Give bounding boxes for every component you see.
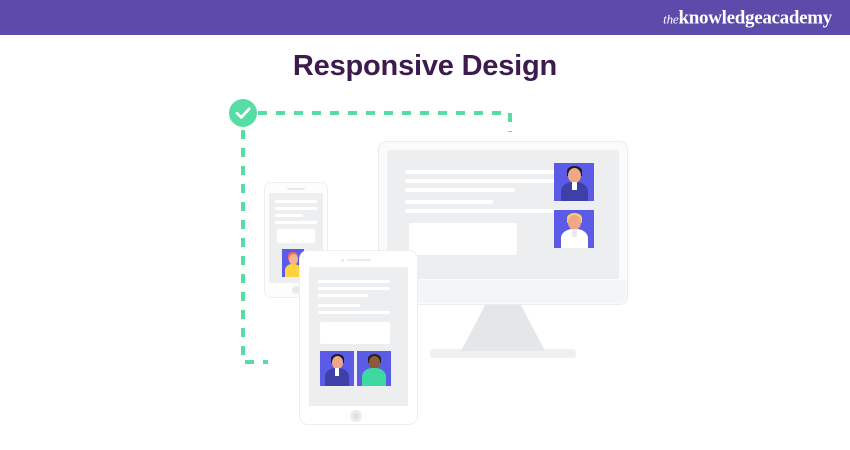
content-line [318,304,360,307]
content-line [318,311,390,314]
monitor-stand [461,303,545,351]
brand-logo: theknowledgeacademy [663,8,832,27]
brand-logo-prefix: the [663,11,679,26]
content-line [318,294,368,297]
monitor-screen [387,150,619,279]
content-line [405,188,515,192]
content-card [277,229,315,243]
content-line [318,287,390,290]
content-line [405,170,557,174]
avatar-dark-hair-blue-jacket [320,351,354,386]
brand-logo-main: knowledgeacademy [678,7,832,28]
content-line [275,200,317,203]
content-line [405,179,557,183]
content-line [405,200,493,204]
content-line [275,221,317,224]
avatar-dark-skin-green-shirt [357,351,391,386]
monitor-base [430,349,576,358]
avatar-dark-hair-navy-shirt [554,163,594,201]
tablet-home-button [350,410,362,422]
monitor-chin [380,280,626,303]
desktop-monitor [378,141,628,305]
avatar-blonde-white-shirt [554,210,594,248]
content-line [405,209,557,213]
content-line [275,214,303,217]
page-title: Responsive Design [292,50,558,82]
phone-speaker [287,188,305,190]
header-bar: theknowledgeacademy [0,0,850,35]
content-card [320,322,390,344]
avatar-orange-hair-yellow-shirt [282,249,304,277]
phone-home-button [292,286,300,294]
content-line [275,207,317,210]
background-phone [264,182,328,298]
content-card [409,223,517,255]
tablet-screen [309,267,408,406]
foreground-tablet [299,250,418,425]
tablet-camera [341,259,344,262]
content-line [318,280,390,283]
check-circle-icon [229,99,257,127]
tablet-speaker [347,259,371,261]
phone-screen [269,193,323,283]
